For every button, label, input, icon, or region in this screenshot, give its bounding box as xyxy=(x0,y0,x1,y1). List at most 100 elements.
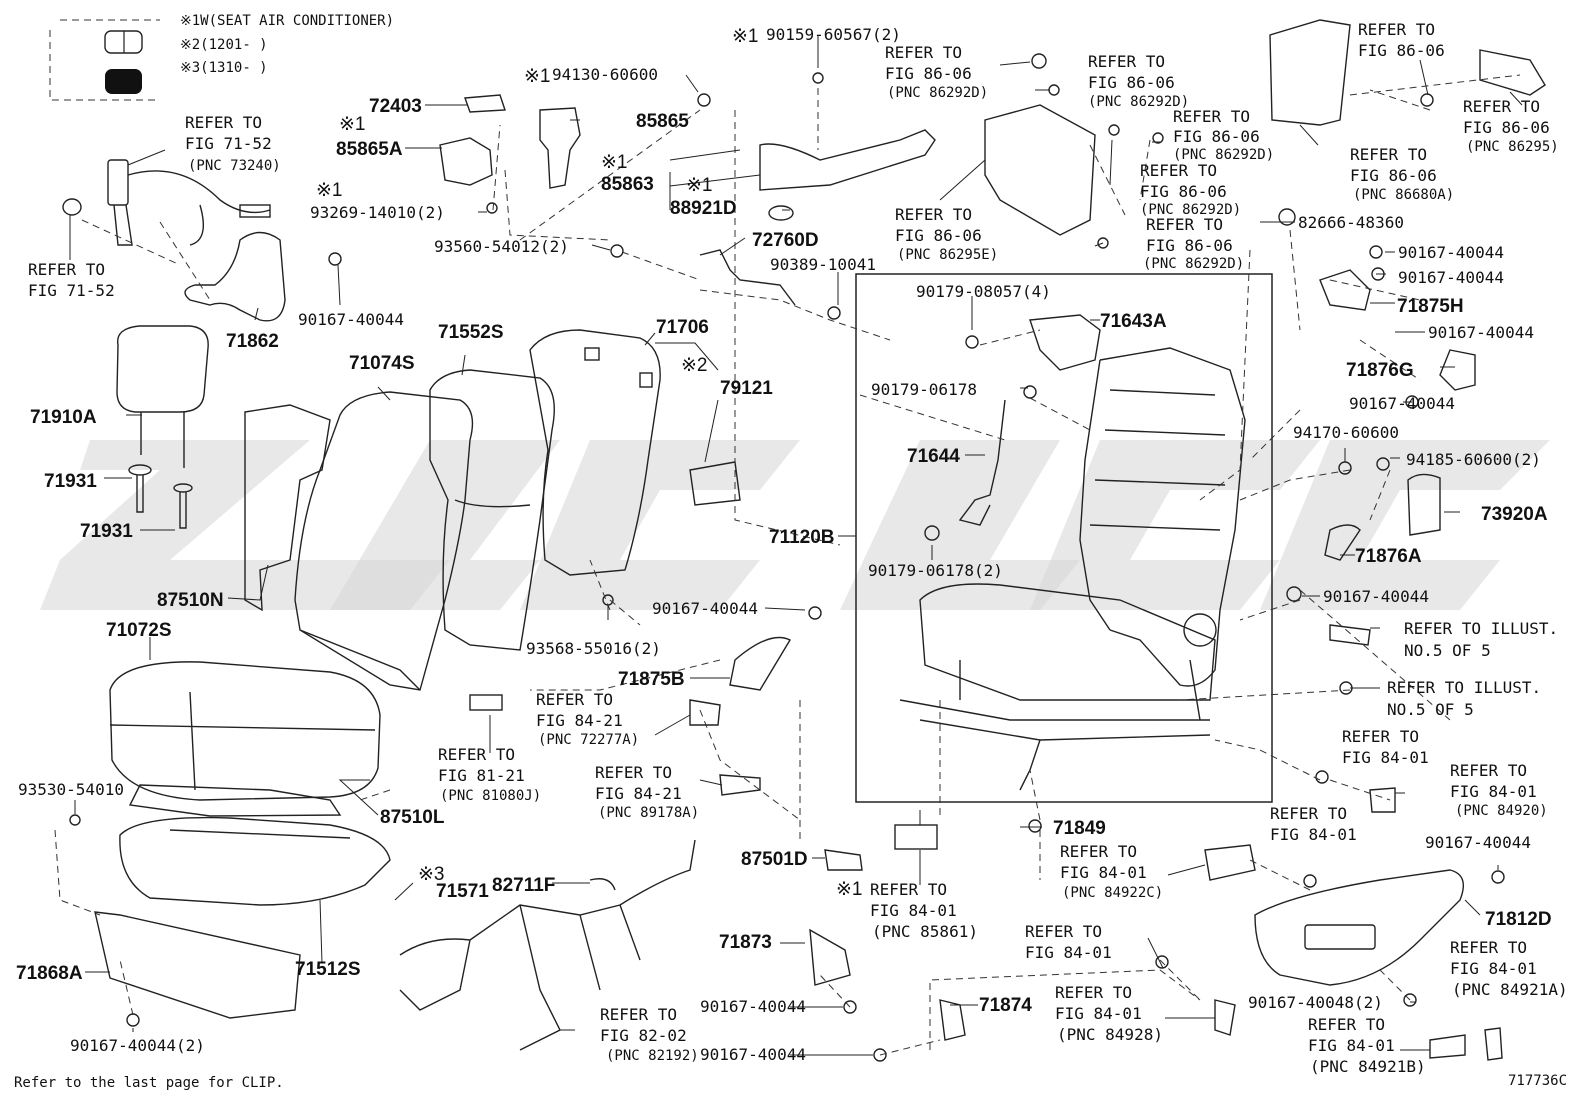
switch-panel-part xyxy=(1304,924,1376,950)
part-90179-a: 90179-08057(4) xyxy=(916,282,1051,301)
part-71875B: 71875B xyxy=(618,669,685,690)
svg-text:NO.5 OF 5: NO.5 OF 5 xyxy=(1404,641,1491,660)
clip-72403-part xyxy=(464,94,506,113)
part-90167-c: 90167-40044(2) xyxy=(70,1036,205,1055)
part-71931-a: 71931 xyxy=(44,471,97,492)
ref-fig-84-01-f: REFER TO FIG 84-01 xyxy=(1270,804,1357,844)
fan-85865-part xyxy=(539,107,581,189)
mark-1: ※1 xyxy=(732,26,759,47)
svg-text:(PNC 82192): (PNC 82192) xyxy=(606,1048,699,1064)
module-85861-part xyxy=(894,824,938,850)
footer-note: Refer to the last page for CLIP. xyxy=(14,1075,284,1091)
part-90179-b: 90179-06178 xyxy=(871,380,977,399)
part-71862: 71862 xyxy=(226,331,279,352)
svg-text:REFER TO: REFER TO xyxy=(885,43,962,62)
svg-text:REFER TO: REFER TO xyxy=(600,1005,677,1024)
svg-text:(PNC 72277A): (PNC 72277A) xyxy=(538,732,639,748)
svg-text:FIG 84-01: FIG 84-01 xyxy=(1060,863,1147,882)
svg-text:FIG 84-01: FIG 84-01 xyxy=(1025,943,1112,962)
ref-fig-84-01-b: REFER TO FIG 84-01 (PNC 84922C) xyxy=(1060,842,1163,901)
svg-text:REFER TO: REFER TO xyxy=(1450,761,1527,780)
part-71512S: 71512S xyxy=(295,959,361,980)
svg-text:(PNC 86292D): (PNC 86292D) xyxy=(1088,94,1189,110)
part-71643A: 71643A xyxy=(1100,311,1167,332)
svg-text:REFER TO: REFER TO xyxy=(1088,52,1165,71)
part-71849: 71849 xyxy=(1053,818,1106,839)
part-85865: 85865 xyxy=(636,111,689,132)
part-71876G: 71876G xyxy=(1346,360,1414,381)
part-87510N: 87510N xyxy=(157,590,224,611)
svg-text:FIG 86-06: FIG 86-06 xyxy=(1358,41,1445,60)
seat-frame-box xyxy=(855,273,1273,803)
back-board-part xyxy=(529,329,661,576)
svg-text:REFER TO: REFER TO xyxy=(1025,922,1102,941)
bracket-71875H-part xyxy=(1319,269,1371,311)
ref-fig-84-01-g: REFER TO FIG 84-01 (PNC 84920) xyxy=(1450,761,1548,819)
part-87501D: 87501D xyxy=(741,849,808,870)
svg-text:FIG 86-06: FIG 86-06 xyxy=(1140,182,1227,201)
mark-2: ※1 xyxy=(524,66,551,87)
seat-cushion-cover-part xyxy=(109,661,381,801)
part-71873: 71873 xyxy=(719,932,772,953)
heater-mat-part xyxy=(128,784,342,817)
part-94130: 94130-60600 xyxy=(552,65,658,84)
part-84921A xyxy=(1484,1027,1503,1061)
svg-text:REFER TO: REFER TO xyxy=(1060,842,1137,861)
part-84928 xyxy=(1214,999,1236,1036)
svg-text:REFER TO: REFER TO xyxy=(28,260,105,279)
svg-text:REFER TO: REFER TO xyxy=(895,205,972,224)
part-89178A xyxy=(719,774,761,796)
legend: ※1W(SEAT AIR CONDITIONER) ※2(1201- ) ※3(… xyxy=(49,13,394,101)
headrest-part xyxy=(116,325,209,529)
svg-text:FIG 86-06: FIG 86-06 xyxy=(1350,166,1437,185)
part-90167-e: 90167-40044 xyxy=(700,1045,806,1064)
part-90167-h: 90167-40044 xyxy=(1428,323,1534,342)
bracket-71873-part xyxy=(809,928,851,986)
svg-text:(PNC 81080J): (PNC 81080J) xyxy=(440,788,541,804)
part-94185: 94185-60600(2) xyxy=(1406,450,1541,469)
svg-text:(PNC 89178A): (PNC 89178A) xyxy=(598,805,699,821)
part-90167-j: 90167-40044 xyxy=(1323,587,1429,606)
svg-text:FIG 86-06: FIG 86-06 xyxy=(1088,73,1175,92)
svg-text:REFER TO: REFER TO xyxy=(438,745,515,764)
svg-text:(PNC 86292D): (PNC 86292D) xyxy=(1173,147,1274,163)
bracket-71643A-part xyxy=(1029,314,1101,371)
ref-fig-86-06-g: REFER TO FIG 86-06 xyxy=(1358,20,1445,60)
black-pad-icon xyxy=(105,69,142,94)
svg-text:(PNC 84921A): (PNC 84921A) xyxy=(1452,980,1568,999)
legend-item-2: ※2(1201- ) xyxy=(180,37,268,53)
svg-text:(PNC 86292D): (PNC 86292D) xyxy=(1143,256,1244,272)
part-82666: 82666-48360 xyxy=(1298,213,1404,232)
ref-fig-71-52: REFER TO FIG 71-52 xyxy=(28,260,115,300)
pocket-79121-part xyxy=(689,461,741,506)
svg-text:REFER TO ILLUST.: REFER TO ILLUST. xyxy=(1404,619,1558,638)
svg-text:(PNC 84921B): (PNC 84921B) xyxy=(1310,1057,1426,1076)
svg-text:(PNC 86680A): (PNC 86680A) xyxy=(1353,187,1454,203)
svg-text:FIG 86-06: FIG 86-06 xyxy=(1463,118,1550,137)
ref-illust-5-b: REFER TO ILLUST. NO.5 OF 5 xyxy=(1387,678,1541,719)
ref-fig-84-01-a: REFER TO FIG 84-01 (PNC 85861) xyxy=(870,880,978,941)
ref-fig-81-21: REFER TO FIG 81-21 (PNC 81080J) xyxy=(438,745,541,804)
svg-text:FIG 84-01: FIG 84-01 xyxy=(1055,1004,1142,1023)
seat-back-cover-part xyxy=(429,369,555,651)
svg-text:FIG 71-52: FIG 71-52 xyxy=(185,134,272,153)
ref-fig-84-21-b: REFER TO FIG 84-21 (PNC 89178A) xyxy=(595,763,699,821)
svg-text:REFER TO: REFER TO xyxy=(870,880,947,899)
part-71874: 71874 xyxy=(979,995,1032,1016)
part-82711F: 82711F xyxy=(492,875,555,896)
ref-fig-86-06-d: REFER TO FIG 86-06 (PNC 86292D) xyxy=(1140,161,1241,218)
seat-belt-buckle-part xyxy=(62,159,271,246)
leader-lines xyxy=(69,35,1523,1056)
svg-text:FIG 86-06: FIG 86-06 xyxy=(885,64,972,83)
dashed-guides xyxy=(54,74,1521,1056)
connector-87501D-part xyxy=(824,849,863,871)
svg-text:REFER TO: REFER TO xyxy=(536,690,613,709)
ref-fig-86-06-b: REFER TO FIG 86-06 (PNC 86292D) xyxy=(1088,52,1189,110)
mark-9: ※1 xyxy=(836,879,863,900)
ref-fig-71-52-pnc: REFER TO FIG 71-52 (PNC 73240) xyxy=(185,113,281,174)
svg-text:(PNC 84922C): (PNC 84922C) xyxy=(1062,885,1163,901)
part-90389: 90389-10041 xyxy=(770,255,876,274)
svg-text:REFER TO: REFER TO xyxy=(1173,107,1250,126)
watermark xyxy=(40,440,1550,610)
